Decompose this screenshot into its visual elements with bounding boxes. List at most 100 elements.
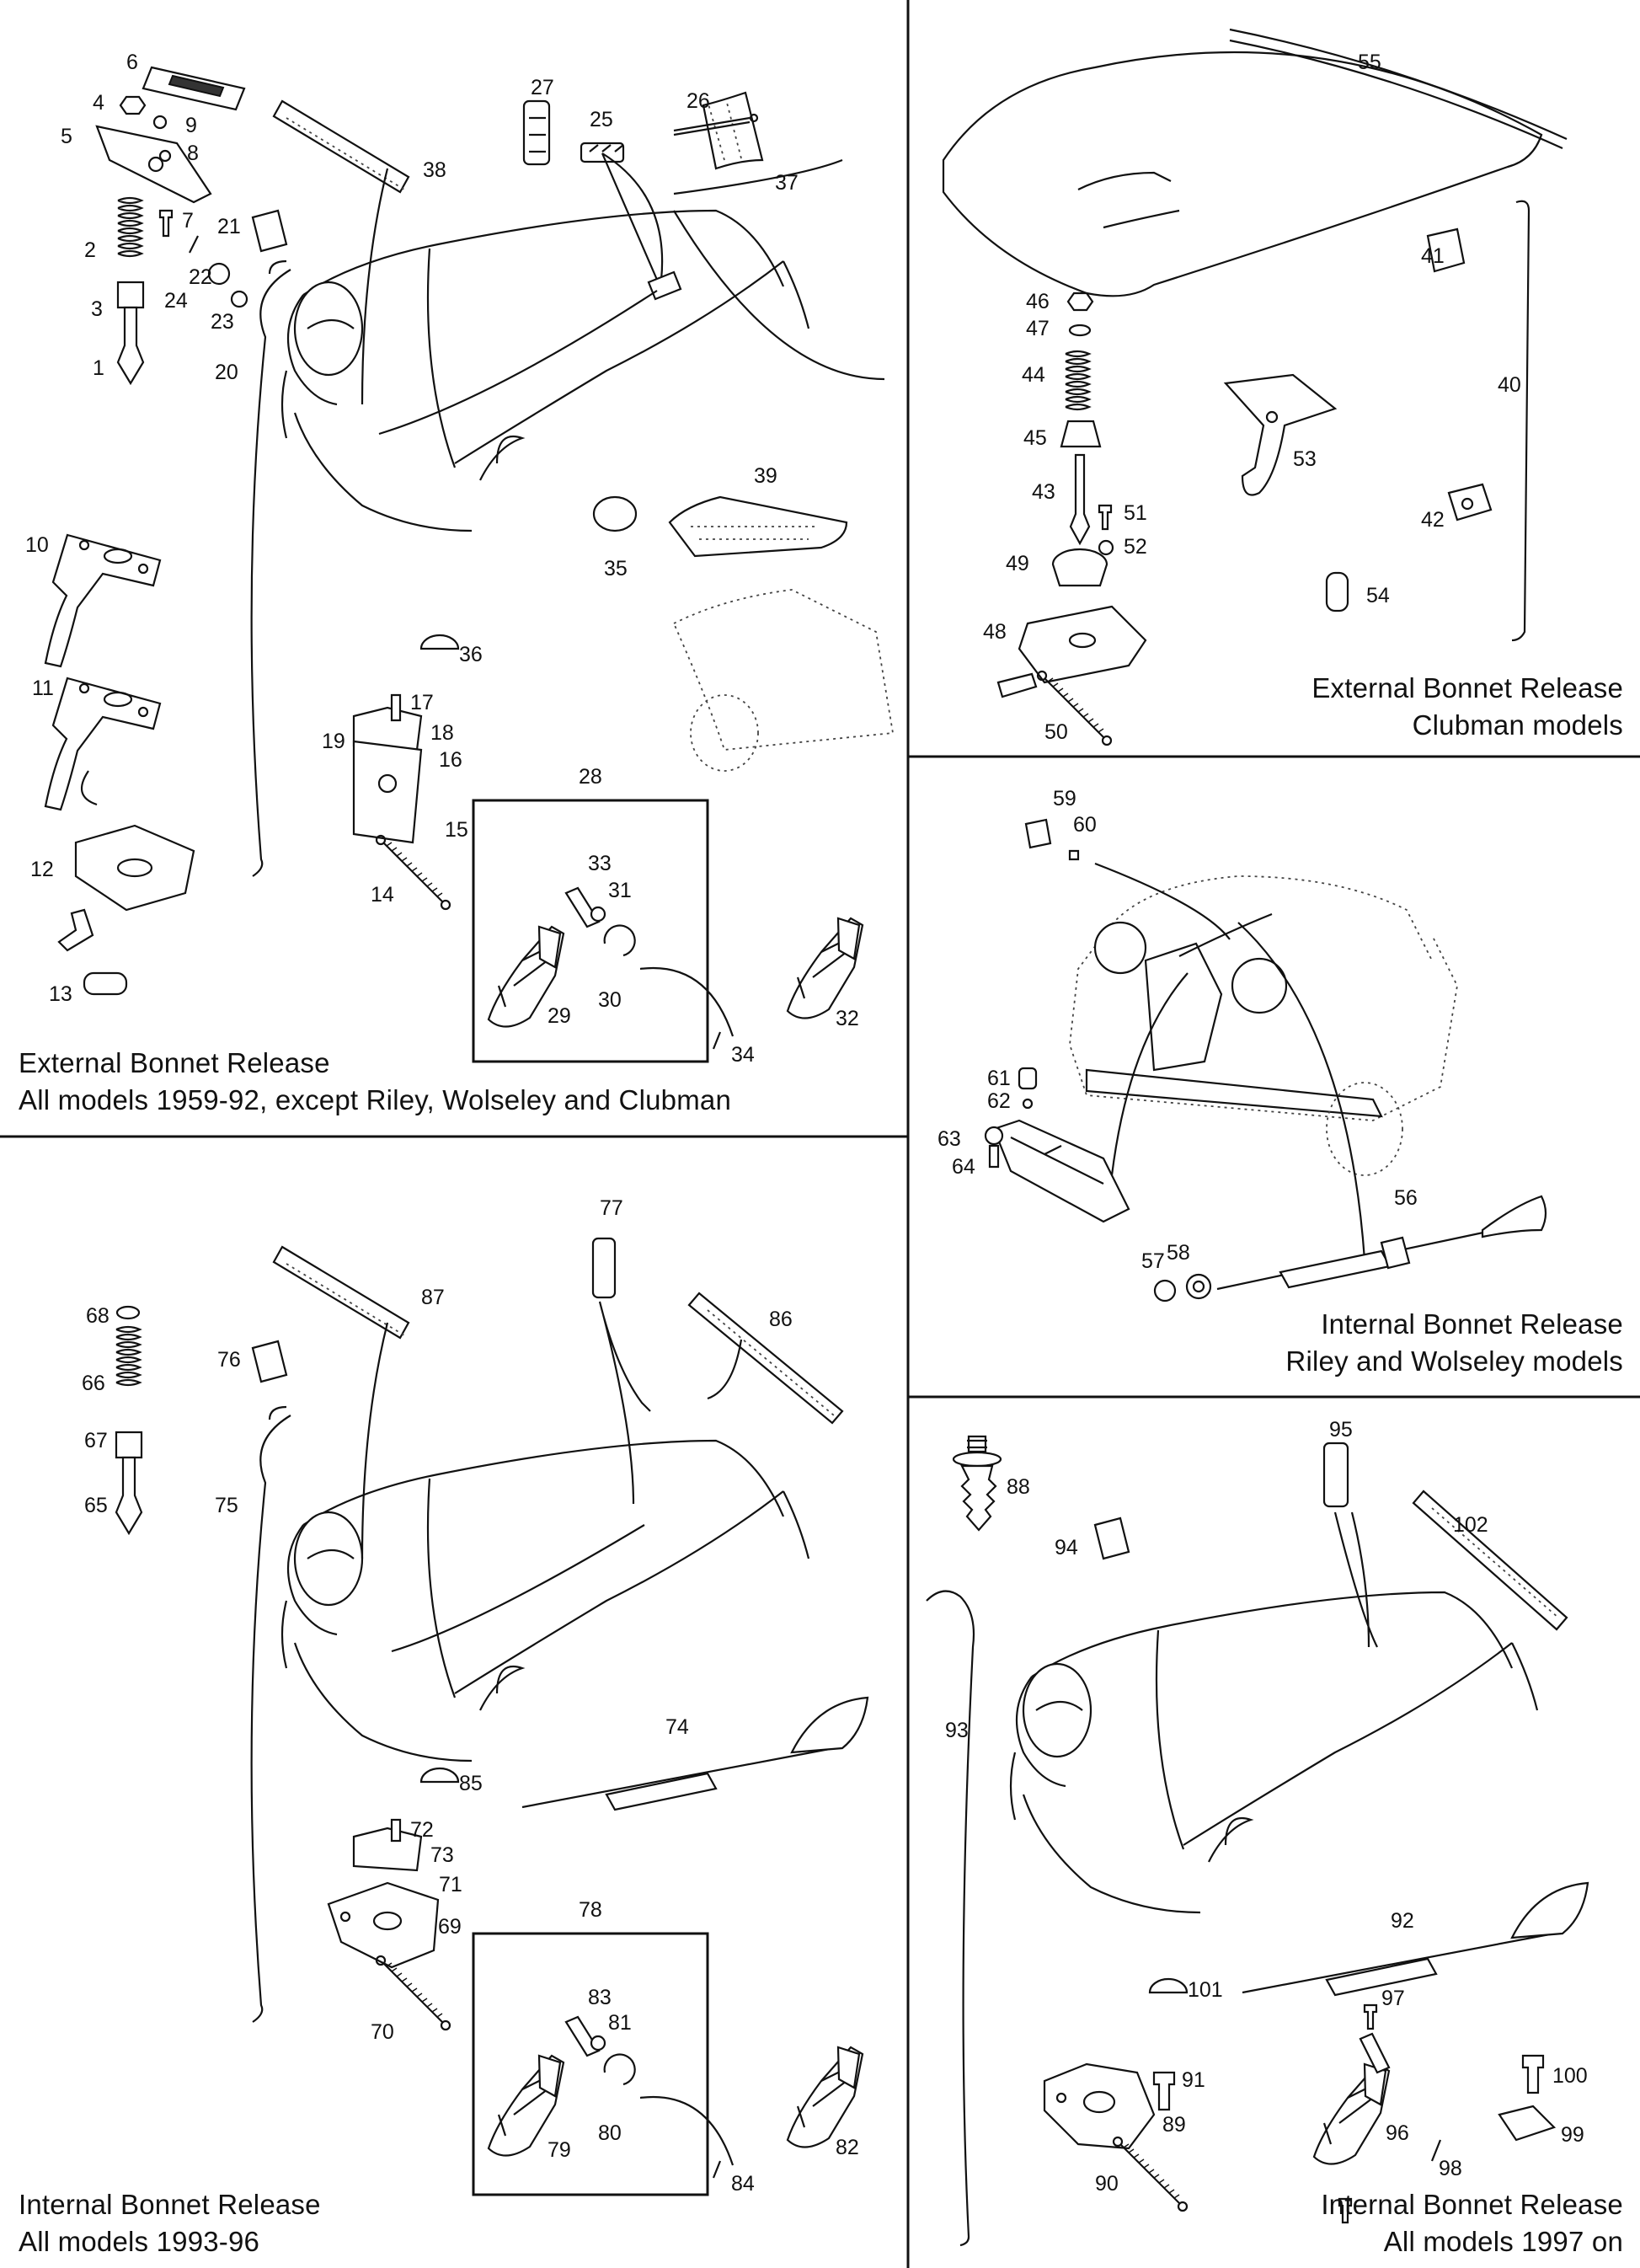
part-label-27: 27 — [531, 76, 554, 99]
part-label-9: 9 — [185, 114, 197, 137]
part-label-82: 82 — [836, 2136, 859, 2159]
part-label-78: 78 — [579, 1898, 602, 1922]
part-label-21: 21 — [217, 215, 241, 238]
panel-3-caption-line2: Riley and Wolseley models — [1285, 1345, 1623, 1377]
part-label-6: 6 — [126, 51, 138, 74]
part-label-74: 74 — [665, 1715, 689, 1739]
part-label-75: 75 — [215, 1494, 238, 1517]
part-label-59: 59 — [1053, 787, 1076, 810]
part-label-39: 39 — [754, 464, 777, 488]
part-label-90: 90 — [1095, 2172, 1119, 2196]
part-label-33: 33 — [588, 852, 612, 875]
part-label-85: 85 — [459, 1772, 483, 1795]
panel-5-caption: Internal Bonnet Release All models 1997 … — [1321, 2186, 1623, 2260]
part-label-62: 62 — [987, 1089, 1011, 1113]
part-label-47: 47 — [1026, 317, 1050, 340]
panel-5-caption-line1: Internal Bonnet Release — [1321, 2189, 1623, 2220]
part-label-10: 10 — [25, 533, 49, 557]
part-label-89: 89 — [1162, 2113, 1186, 2137]
part-label-43: 43 — [1032, 480, 1055, 504]
part-label-46: 46 — [1026, 290, 1050, 313]
part-label-72: 72 — [410, 1818, 434, 1842]
panel-4-drawing — [115, 1237, 869, 2196]
part-label-84: 84 — [731, 2172, 755, 2196]
part-label-67: 67 — [84, 1429, 108, 1452]
part-label-45: 45 — [1023, 426, 1047, 450]
part-label-69: 69 — [438, 1915, 462, 1939]
part-label-12: 12 — [30, 858, 54, 881]
panel-2-caption-line1: External Bonnet Release — [1311, 672, 1623, 703]
part-label-94: 94 — [1055, 1536, 1078, 1559]
part-label-16: 16 — [439, 748, 462, 772]
panel-5-labels: 95 88 94 102 93 92 101 97 91 100 89 96 9… — [945, 1418, 1588, 2196]
part-label-71: 71 — [439, 1873, 462, 1896]
part-label-66: 66 — [82, 1372, 105, 1395]
panel-5-caption-line2: All models 1997 on — [1383, 2226, 1623, 2257]
part-label-87: 87 — [421, 1286, 445, 1309]
part-label-1: 1 — [93, 356, 104, 380]
panel-3-drawing — [984, 818, 1547, 1302]
panel-5-drawing — [926, 1435, 1589, 2247]
panel-2-caption-line2: Clubman models — [1412, 709, 1623, 741]
part-label-93: 93 — [945, 1719, 969, 1742]
part-label-29: 29 — [548, 1004, 571, 1028]
part-label-34: 34 — [731, 1043, 755, 1067]
part-label-102: 102 — [1453, 1513, 1488, 1537]
part-label-7: 7 — [182, 209, 194, 233]
part-label-8: 8 — [187, 142, 199, 165]
panel-2-caption: External Bonnet Release Clubman models — [1311, 670, 1623, 744]
part-label-37: 37 — [775, 171, 799, 195]
part-label-92: 92 — [1391, 1909, 1414, 1933]
panel-4-caption: Internal Bonnet Release All models 1993-… — [19, 2186, 321, 2260]
part-label-44: 44 — [1022, 363, 1045, 387]
part-label-53: 53 — [1293, 447, 1317, 471]
part-label-58: 58 — [1167, 1241, 1190, 1265]
part-label-28: 28 — [579, 765, 602, 789]
part-label-81: 81 — [608, 2011, 632, 2035]
part-label-83: 83 — [588, 1986, 612, 2009]
part-label-57: 57 — [1141, 1249, 1165, 1273]
part-label-2: 2 — [84, 238, 96, 262]
part-label-51: 51 — [1124, 501, 1147, 525]
part-label-26: 26 — [686, 89, 710, 113]
part-label-54: 54 — [1366, 584, 1390, 607]
part-label-35: 35 — [604, 557, 628, 580]
part-label-22: 22 — [189, 265, 212, 289]
part-label-32: 32 — [836, 1007, 859, 1030]
part-label-25: 25 — [590, 108, 613, 131]
part-label-5: 5 — [61, 125, 72, 148]
panel-2-labels: 55 41 40 42 53 54 46 47 44 45 43 51 52 4… — [983, 51, 1521, 744]
part-label-60: 60 — [1073, 813, 1097, 837]
panel-1-labels: 6 4 9 5 8 7 2 3 1 21 24 22 23 20 27 25 2… — [25, 51, 859, 1067]
part-label-24: 24 — [164, 289, 188, 313]
part-label-23: 23 — [211, 310, 234, 334]
part-label-48: 48 — [983, 620, 1007, 644]
part-label-4: 4 — [93, 91, 104, 115]
part-label-65: 65 — [84, 1494, 108, 1517]
part-label-30: 30 — [598, 988, 622, 1012]
part-label-42: 42 — [1421, 508, 1445, 532]
part-label-68: 68 — [86, 1304, 110, 1328]
part-label-18: 18 — [430, 721, 454, 745]
part-label-100: 100 — [1552, 2064, 1588, 2088]
part-label-101: 101 — [1188, 1978, 1223, 2002]
part-label-41: 41 — [1421, 244, 1445, 268]
part-label-80: 80 — [598, 2121, 622, 2145]
part-label-40: 40 — [1498, 373, 1521, 397]
part-label-3: 3 — [91, 297, 103, 321]
part-label-99: 99 — [1561, 2123, 1584, 2147]
panel-3-caption-line1: Internal Bonnet Release — [1321, 1308, 1623, 1340]
part-label-70: 70 — [371, 2020, 394, 2044]
part-label-96: 96 — [1386, 2121, 1409, 2145]
part-label-52: 52 — [1124, 535, 1147, 559]
part-label-55: 55 — [1358, 51, 1381, 74]
panel-3-labels: 59 60 61 62 63 64 56 57 58 — [938, 787, 1418, 1273]
panel-4-caption-line1: Internal Bonnet Release — [19, 2189, 321, 2220]
panel-3-caption: Internal Bonnet Release Riley and Wolsel… — [1285, 1306, 1623, 1380]
part-label-11: 11 — [32, 677, 54, 700]
panel-2-drawing — [942, 28, 1568, 746]
part-label-38: 38 — [423, 158, 446, 182]
part-label-98: 98 — [1439, 2157, 1462, 2180]
part-label-20: 20 — [215, 361, 238, 384]
